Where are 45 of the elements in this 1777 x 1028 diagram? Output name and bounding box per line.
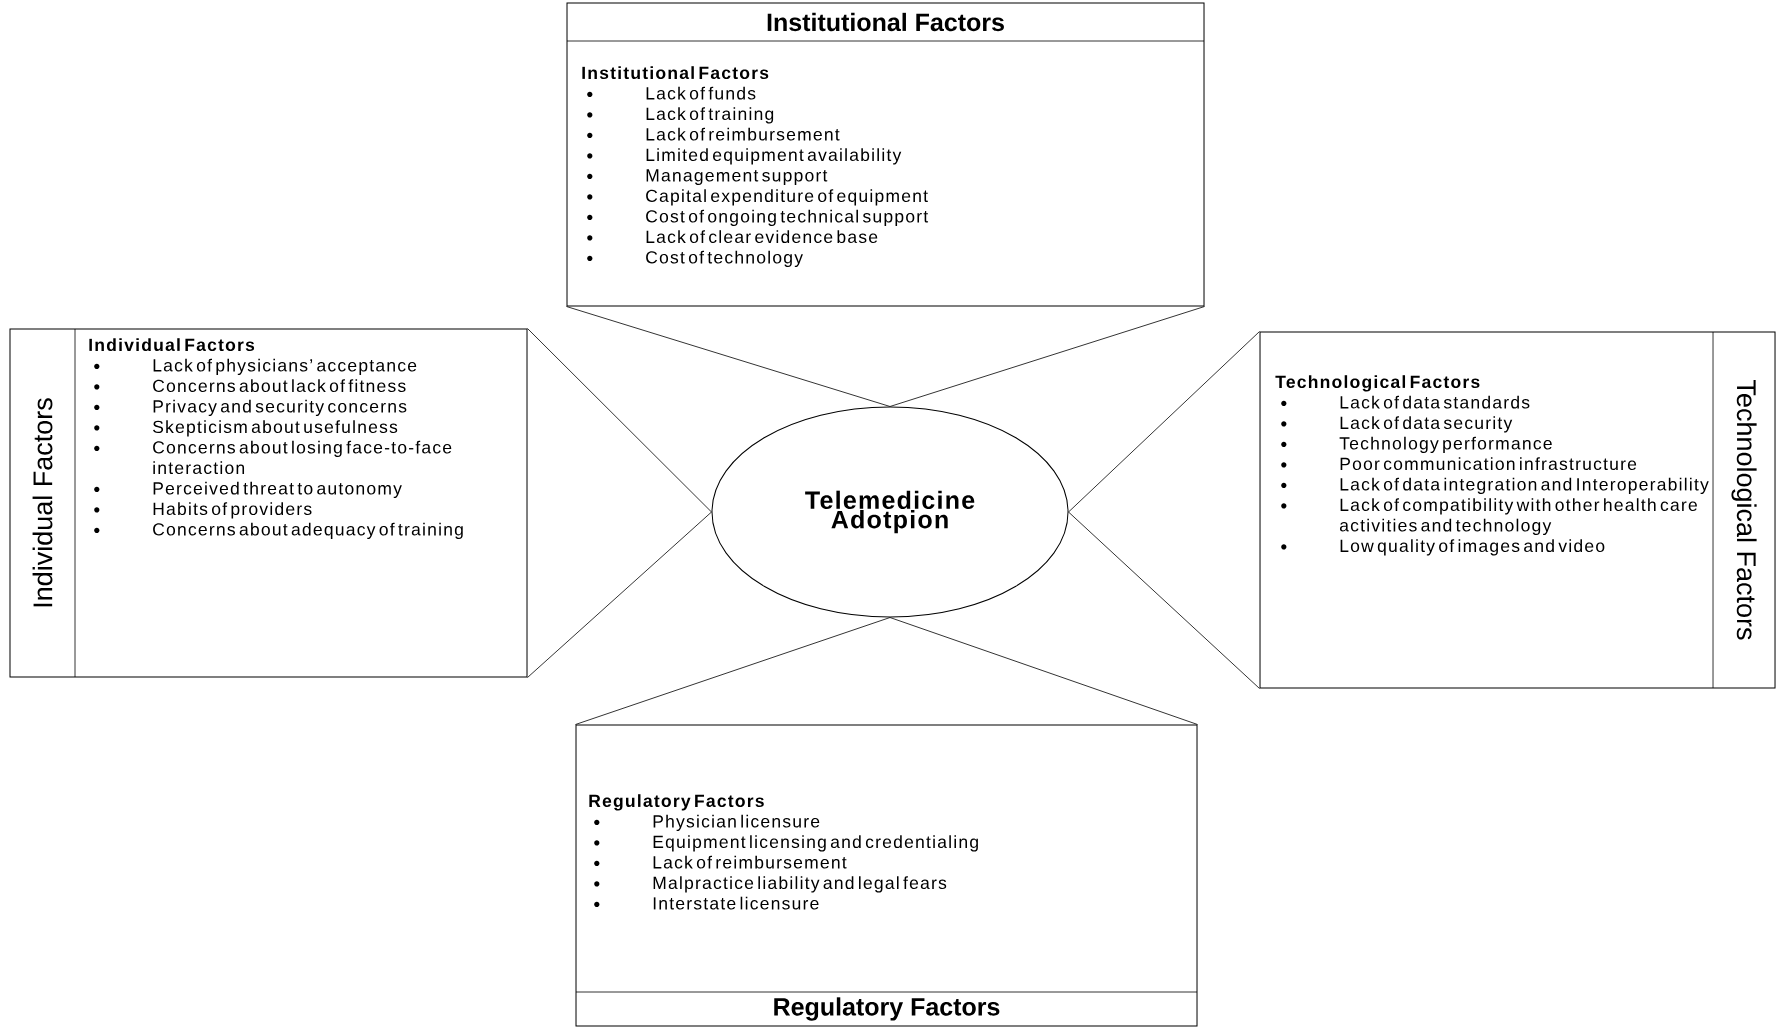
box-title: Individual Factors (32, 398, 53, 607)
bullet-item: Lack of funds (587, 86, 756, 100)
list-heading: Regulatory Factors (589, 794, 764, 811)
bullet-item: Lack of clear evidence base (587, 230, 878, 244)
list-heading: Technological Factors (1275, 375, 1480, 392)
bullet-item: Skepticism about usefulness (94, 420, 398, 437)
bullet-item: Lack of data integration and Interoperability (1281, 477, 1709, 495)
bullet-item: Interstate licensure (594, 896, 819, 910)
bullet-item: Privacy and security concerns (94, 399, 407, 416)
bullet-item: Lack of data standards (1281, 395, 1530, 409)
bullet-item: Capital expenditure of equipment (587, 189, 928, 206)
bullet-item: Lack of reimbursement (587, 127, 840, 141)
bullet-item: Management support (587, 169, 828, 185)
list-heading: Institutional Factors (582, 66, 769, 80)
factor-box (9, 328, 528, 678)
bullet-item: Physician licensure (594, 814, 820, 832)
bullet-item: Concerns about adequacy of training (94, 522, 463, 539)
bullet-item: Low quality of images and video (1281, 539, 1605, 556)
bullet-item: Concerns about lack of fitness (94, 379, 406, 393)
factor-box (1259, 331, 1776, 689)
bullet-item: Concerns about losing face-to-face interaction (94, 440, 452, 475)
connector-lines (566, 306, 1205, 407)
connector-lines (575, 617, 1198, 725)
bullet-item: Cost of technology (587, 250, 803, 267)
bullet-item: Equipment licensing and credentialing (594, 835, 978, 852)
bullet-item: Lack of training (587, 107, 774, 124)
connector-lines (527, 328, 712, 678)
bullet-item: Malpractice liability and legal fears (594, 876, 947, 893)
bullet-item: Limited equipment availability (587, 148, 902, 165)
factor-box (566, 2, 1205, 307)
bullet-item: Poor communication infrastructure (1281, 457, 1637, 471)
bullet-item: Lack of compatibility with other health care activities and technology (1281, 498, 1697, 536)
bullet-item: Cost of ongoing technical support (587, 209, 929, 226)
box-title: Institutional Factors (767, 12, 1004, 32)
connector-lines (1068, 331, 1260, 689)
bullet-item: Perceived threat to autonomy (94, 481, 402, 498)
bullet-item: Lack of data security (1281, 416, 1513, 433)
bullet-item: Lack of reimbursement (594, 855, 847, 869)
factor-box (575, 724, 1198, 1027)
box-title: Technological Factors (1731, 380, 1757, 640)
bullet-item: Lack of physicians’ acceptance (94, 358, 417, 375)
bullet-item: Habits of providers (94, 502, 312, 519)
bullet-item: Technology performance (1281, 436, 1552, 454)
box-title: Regulatory Factors (774, 997, 1000, 1021)
list-heading: Individual Factors (89, 338, 255, 352)
